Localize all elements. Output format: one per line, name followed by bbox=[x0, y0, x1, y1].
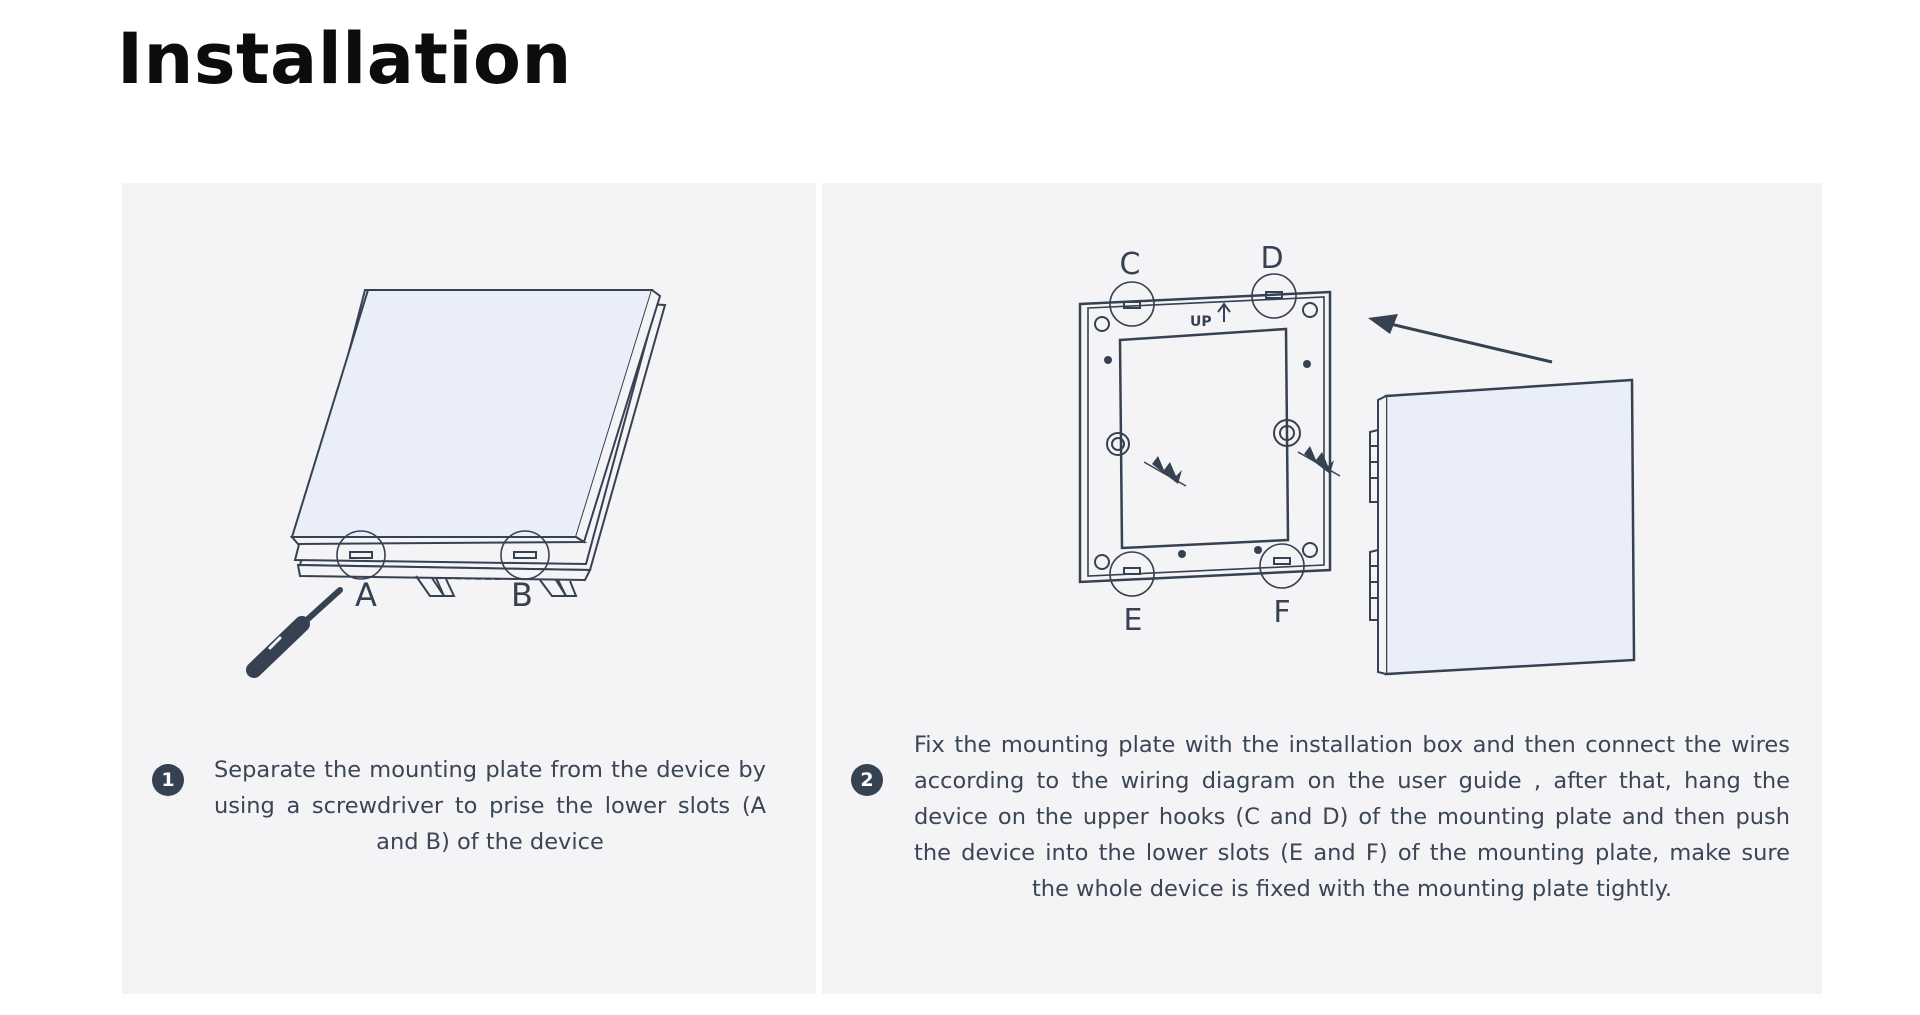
device-mounting-illustration: UP C D E F bbox=[1078, 241, 1636, 676]
callout-e: E bbox=[1124, 603, 1143, 638]
up-marking: UP bbox=[1190, 314, 1212, 330]
step-2-text: Fix the mounting plate with the installa… bbox=[914, 732, 1790, 902]
device-side-view bbox=[1369, 378, 1636, 676]
slot-b bbox=[513, 551, 537, 559]
step-2-badge: 2 bbox=[851, 764, 883, 796]
step-1-text: Separate the mounting plate from the dev… bbox=[214, 757, 766, 855]
screw-icon bbox=[1297, 446, 1341, 477]
step-1-badge: 1 bbox=[152, 764, 184, 796]
mounting-plate: UP bbox=[1078, 290, 1332, 584]
device-removal-illustration: A B bbox=[246, 288, 667, 678]
page-title: Installation bbox=[117, 18, 572, 100]
arrow-icon bbox=[1368, 314, 1553, 364]
callout-f: F bbox=[1273, 595, 1290, 630]
callout-a: A bbox=[355, 576, 377, 614]
callout-b: B bbox=[511, 576, 533, 614]
callout-c: C bbox=[1120, 247, 1141, 282]
callout-d: D bbox=[1260, 241, 1283, 276]
slot-a bbox=[349, 551, 373, 559]
screwdriver-icon bbox=[246, 587, 343, 678]
screw-icon bbox=[1143, 456, 1187, 487]
